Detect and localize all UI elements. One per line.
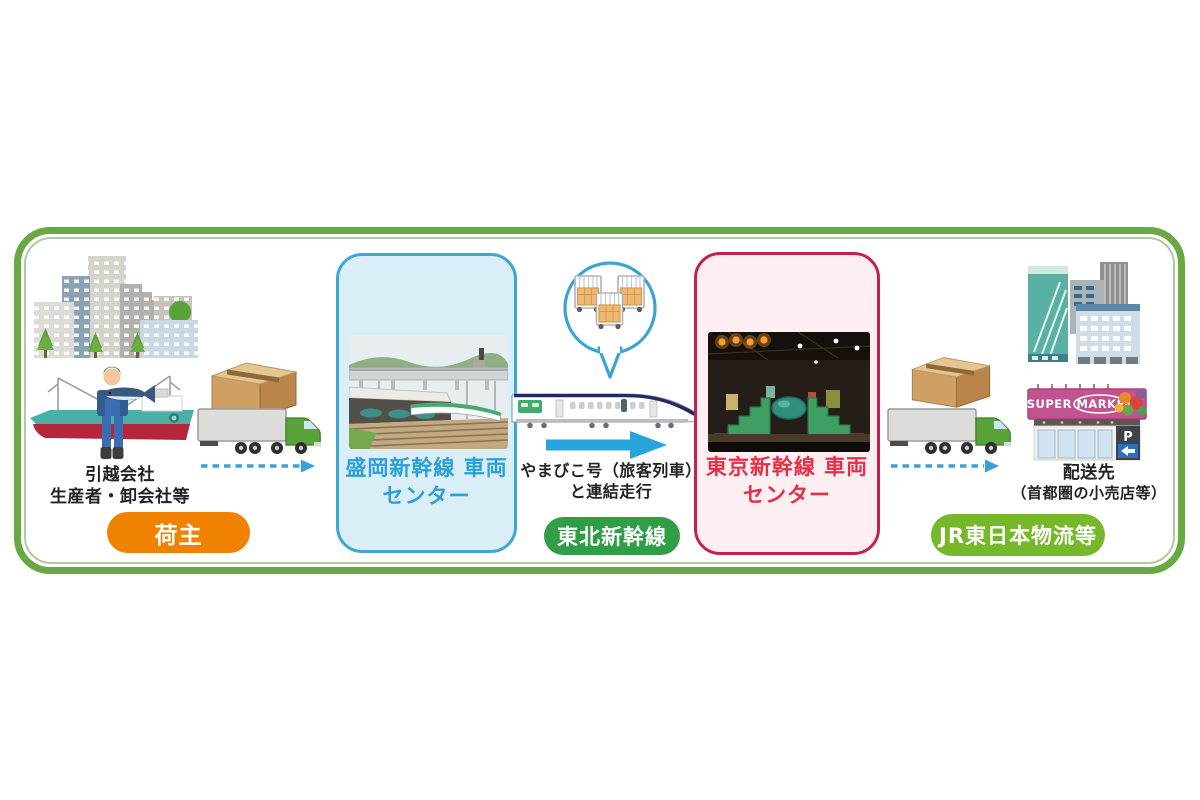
- tree-icon: [37, 328, 145, 358]
- cardboard-box-icon: [910, 357, 991, 408]
- transit-caption-line2: と連結走行: [569, 481, 653, 501]
- destination-caption-line1: 配送先: [1062, 463, 1116, 483]
- origin-caption: 引越会社 生産者・卸会社等: [14, 464, 226, 508]
- morioka-depot-photo: [349, 335, 508, 449]
- morioka-caption-line2: 車両センター: [382, 456, 508, 509]
- truck-icon: [887, 408, 1011, 454]
- parking-sign-text: P: [1123, 430, 1133, 445]
- supermarket-sign-text: SUPER MARKET: [1027, 397, 1134, 411]
- jr-logistics-badge: JR東日本物流等: [931, 514, 1105, 556]
- tohoku-shinkansen-badge: 東北新幹線: [544, 517, 680, 555]
- morioka-center-caption: 盛岡新幹線 車両センター: [339, 454, 514, 511]
- origin-caption-line1: 引越会社: [85, 465, 155, 485]
- morioka-center-panel: 盛岡新幹線 車両センター: [336, 253, 517, 553]
- morioka-caption-line1: 盛岡新幹線: [345, 456, 456, 480]
- tokyo-center-panel: 東京新幹線 車両センター: [694, 252, 880, 555]
- city-buildings-icon: [34, 256, 198, 358]
- left-arrow-icon: [1121, 446, 1135, 456]
- destination-caption: 配送先 （首都圏の小売店等）: [995, 462, 1183, 504]
- shinkansen-train-icon: [511, 393, 701, 429]
- shipper-badge: 荷主: [107, 512, 250, 553]
- city-buildings-icon: [1028, 262, 1140, 364]
- supermarket-icon: SUPER MARKET P: [1027, 384, 1147, 461]
- tokyo-caption-line1: 東京新幹線: [705, 455, 816, 479]
- dashed-arrow-icon: [201, 459, 315, 473]
- vegetables-art: [1114, 389, 1147, 416]
- cardboard-box-icon: [210, 362, 297, 418]
- fisherman: [97, 366, 155, 459]
- tokyo-depot-photo: [708, 332, 870, 452]
- tokyo-center-caption: 東京新幹線 車両センター: [697, 453, 877, 510]
- transit-caption-line1: やまびこ号（旅客列車）: [520, 461, 702, 480]
- destination-caption-line2: （首都圏の小売店等）: [1011, 484, 1167, 503]
- roll-cage-bubble-icon: [563, 261, 657, 379]
- truck-icon: [197, 408, 321, 454]
- fisherman-boat-icon: [30, 366, 194, 459]
- dashed-arrow-icon: [891, 459, 999, 473]
- tokyo-caption-line2: 車両センター: [743, 455, 869, 508]
- origin-caption-line2: 生産者・卸会社等: [50, 487, 190, 508]
- transit-caption: やまびこ号（旅客列車） と連結走行: [518, 461, 704, 503]
- diagram-inner-frame: [24, 237, 1175, 564]
- flow-arrow-right-icon: [546, 431, 667, 459]
